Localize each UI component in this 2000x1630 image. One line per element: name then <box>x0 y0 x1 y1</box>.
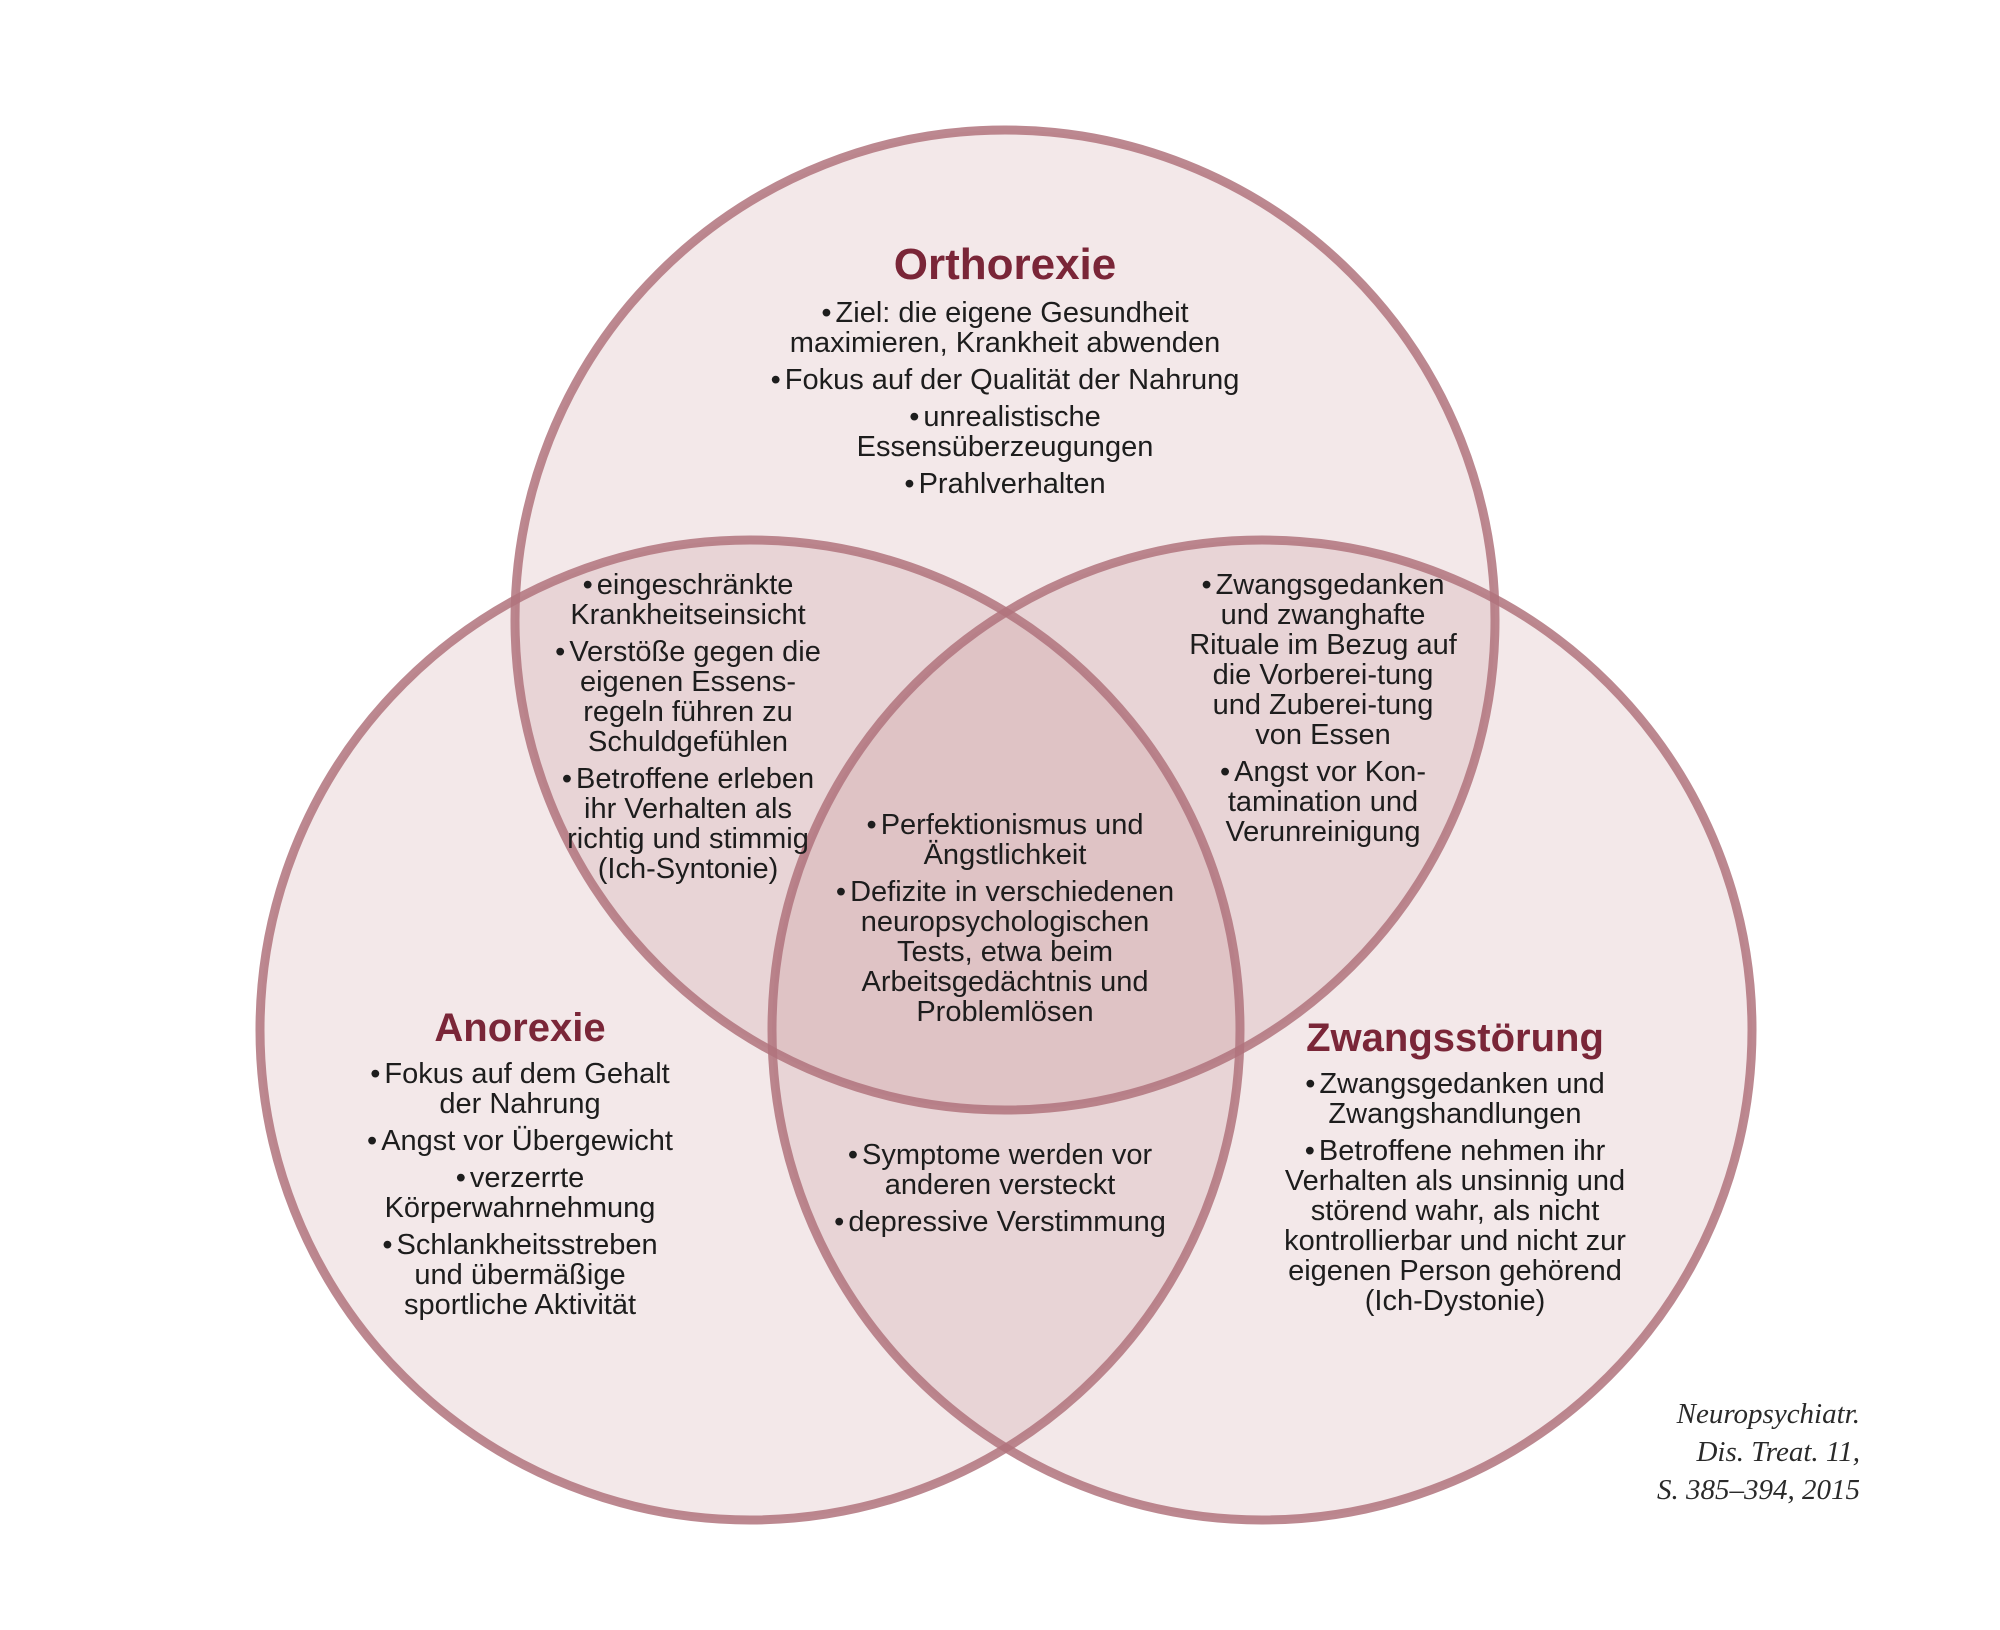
list-alle: Perfektionismus und Ängstlichkeit Defizi… <box>835 810 1175 1027</box>
region-anorexie: Anorexie Fokus auf dem Gehalt der Nahrun… <box>355 1005 685 1327</box>
list-item: depressive Verstimmung <box>820 1207 1180 1237</box>
title-anorexie: Anorexie <box>434 1006 606 1050</box>
list-item: Schlankheitsstreben und übermäßige sport… <box>355 1230 685 1320</box>
list-item: verzerrte Körperwahrnehmung <box>355 1163 685 1223</box>
circle-zwang <box>767 535 1757 1525</box>
list-item: Fokus auf dem Gehalt der Nahrung <box>355 1059 685 1119</box>
list-item: Symptome werden vor anderen versteckt <box>820 1140 1180 1200</box>
list-zwangsstoerung: Zwangsgedanken und Zwangshandlungen Betr… <box>1275 1069 1635 1316</box>
list-item: Prahlverhalten <box>765 469 1245 499</box>
list-item: unrealistische Essensüberzeugungen <box>765 402 1245 462</box>
title-orthorexie: Orthorexie <box>893 240 1117 289</box>
region-anorexie-zwang: Symptome werden vor anderen versteckt de… <box>820 1140 1180 1244</box>
circle-orthorexie <box>510 125 1500 1115</box>
list-item: eingeschränkte Krankheitseinsicht <box>548 570 828 630</box>
region-orthorexie-zwang: Zwangsgedanken und zwanghafte Rituale im… <box>1188 570 1458 854</box>
region-zwangsstoerung: Zwangsstörung Zwangsgedanken und Zwangsh… <box>1275 1015 1635 1323</box>
list-item: Defizite in verschiedenen neuropsycholog… <box>835 877 1175 1027</box>
region-alle: Perfektionismus und Ängstlichkeit Defizi… <box>835 810 1175 1034</box>
list-item: Zwangsgedanken und Zwangshandlungen <box>1275 1069 1635 1129</box>
region-orthorexie-anorexie: eingeschränkte Krankheitseinsicht Verstö… <box>548 570 828 891</box>
list-orthorexie-zwang: Zwangsgedanken und zwanghafte Rituale im… <box>1188 570 1458 847</box>
list-orthorexie: Ziel: die eigene Gesundheit maximieren, … <box>765 298 1245 499</box>
citation-line: Dis. Treat. 11, <box>1696 1436 1860 1468</box>
list-item: Verstöße gegen die eigenen Essens-regeln… <box>548 637 828 757</box>
citation: Neuropsychiatr. Dis. Treat. 11, S. 385–3… <box>1590 1395 1860 1509</box>
citation-line: S. 385–394, 2015 <box>1657 1474 1860 1506</box>
list-orthorexie-anorexie: eingeschränkte Krankheitseinsicht Verstö… <box>548 570 828 884</box>
citation-line: Neuropsychiatr. <box>1676 1398 1860 1430</box>
list-item: Angst vor Übergewicht <box>355 1126 685 1156</box>
list-anorexie: Fokus auf dem Gehalt der Nahrung Angst v… <box>355 1059 685 1320</box>
title-zwangsstoerung: Zwangsstörung <box>1306 1016 1604 1060</box>
list-anorexie-zwang: Symptome werden vor anderen versteckt de… <box>820 1140 1180 1237</box>
circle-anorexie <box>255 535 1245 1525</box>
list-item: Ziel: die eigene Gesundheit maximieren, … <box>765 298 1245 358</box>
list-item: Perfektionismus und Ängstlichkeit <box>835 810 1175 870</box>
list-item: Betroffene erleben ihr Verhalten als ric… <box>548 764 828 884</box>
region-orthorexie: Orthorexie Ziel: die eigene Gesundheit m… <box>765 240 1245 506</box>
list-item: Zwangsgedanken und zwanghafte Rituale im… <box>1188 570 1458 750</box>
list-item: Angst vor Kon-tamination und Verunreinig… <box>1188 757 1458 847</box>
list-item: Betroffene nehmen ihr Verhalten als unsi… <box>1275 1136 1635 1316</box>
list-item: Fokus auf der Qualität der Nahrung <box>765 365 1245 395</box>
